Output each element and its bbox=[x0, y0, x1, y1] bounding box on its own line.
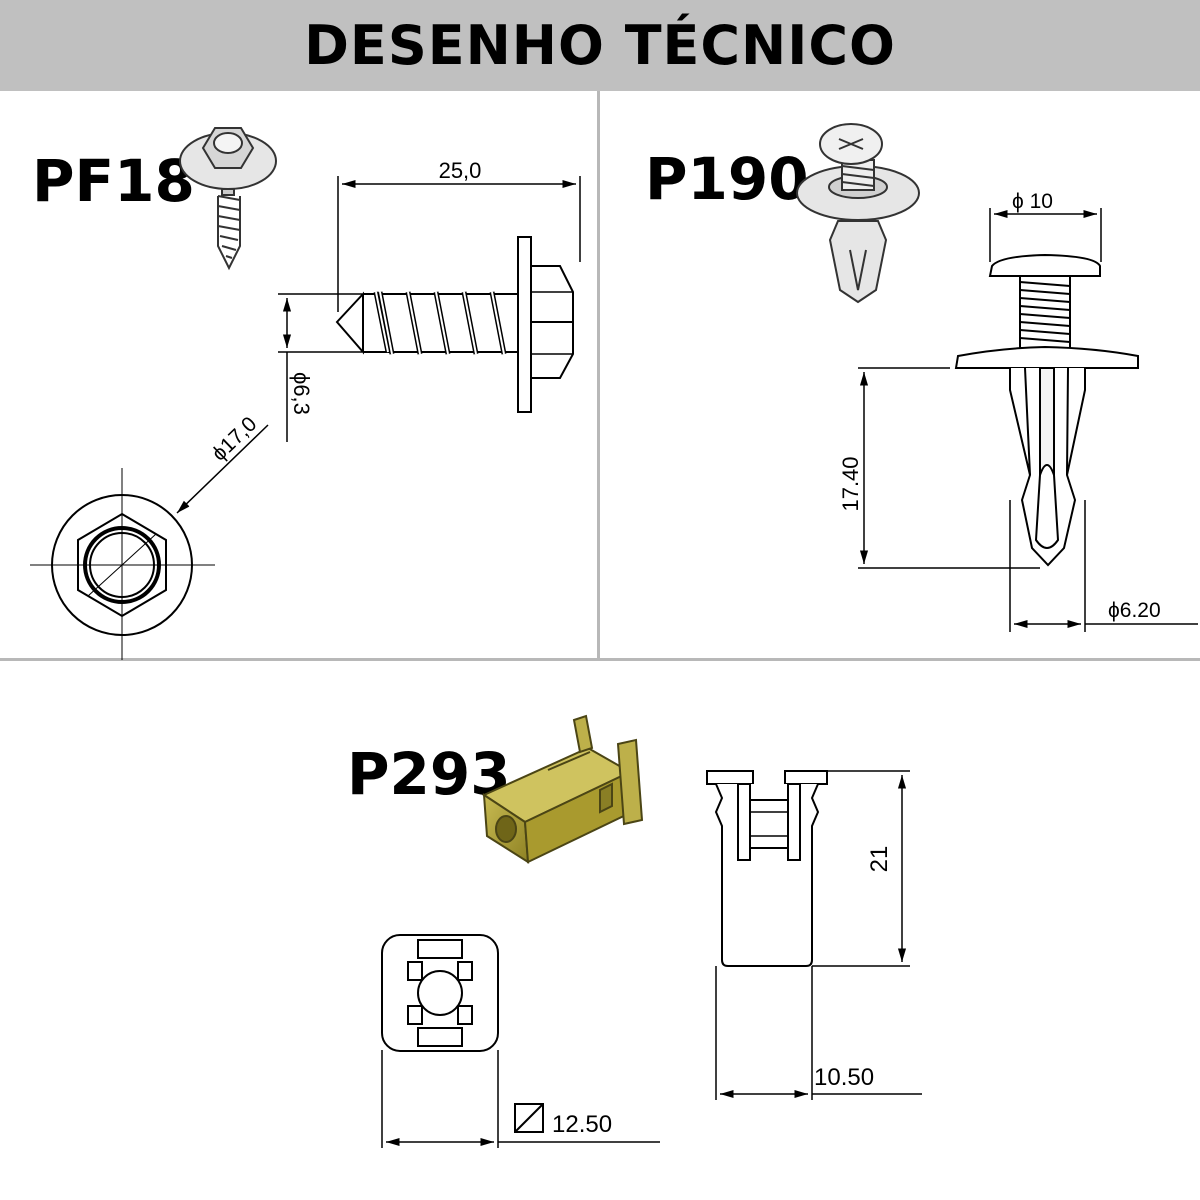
p293-depth-dimension bbox=[715, 966, 922, 1100]
p190-clip-icon bbox=[796, 123, 920, 304]
p293-width-value: 12.50 bbox=[552, 1111, 612, 1138]
pf18-screw-icon bbox=[179, 127, 277, 271]
p293-part-icon bbox=[481, 714, 644, 864]
pf18-top-view bbox=[30, 468, 215, 660]
p190-head-dimension bbox=[989, 208, 1102, 262]
header-bar: DESENHO TÉCNICO bbox=[0, 0, 1200, 91]
p293-height-dimension bbox=[812, 770, 910, 967]
p190-side-view bbox=[954, 253, 1139, 567]
pf18-head-dimension bbox=[176, 424, 269, 514]
part-label-pf18: PF18 bbox=[32, 147, 195, 215]
part-label-p190: P190 bbox=[645, 145, 809, 213]
vertical-divider bbox=[597, 91, 600, 659]
pf18-thread-diameter-value: ϕ6,3 bbox=[289, 372, 314, 415]
p293-side-view bbox=[706, 770, 828, 967]
p293-end-view bbox=[381, 934, 499, 1052]
p190-shank-dimension bbox=[1009, 500, 1198, 632]
p190-shank-diameter-value: ϕ6.20 bbox=[1108, 599, 1161, 622]
p190-head-diameter-value: ϕ 10 bbox=[1012, 190, 1053, 213]
horizontal-divider bbox=[0, 658, 1200, 661]
pf18-length-dimension bbox=[337, 176, 581, 312]
p190-length-value: 17.40 bbox=[838, 456, 863, 511]
part-label-p293: P293 bbox=[347, 740, 511, 808]
p293-depth-value: 10.50 bbox=[814, 1064, 874, 1091]
pf18-length-value: 25,0 bbox=[439, 158, 482, 183]
pf18-thread-dimension bbox=[278, 293, 362, 442]
p293-height-value: 21 bbox=[866, 846, 893, 873]
page-title: DESENHO TÉCNICO bbox=[304, 14, 896, 77]
pf18-side-view bbox=[335, 236, 574, 413]
p293-width-dimension bbox=[381, 1050, 660, 1148]
